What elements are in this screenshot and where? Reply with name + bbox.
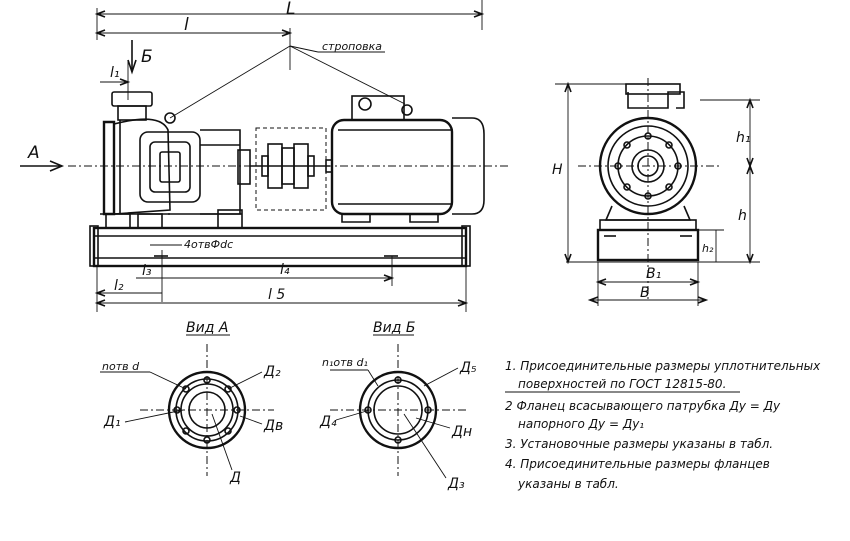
base-frame <box>89 225 471 268</box>
note-3: 3. Установочные размеры указаны в табл. <box>505 437 773 451</box>
pump-casing <box>100 91 201 229</box>
note-2a: 2 Фланец всасывающего патрубка Ду = Ду <box>505 399 781 413</box>
view-a: Вид А nотв d Д₂ Д₁ Дв Д <box>100 320 283 486</box>
front-view: H h₁ h h₂ B₁ B <box>552 78 760 306</box>
view-b-d5-label: Д₅ <box>459 360 477 376</box>
dimension-l1: l₁ <box>100 60 131 100</box>
view-b-arrow-label: Б <box>141 47 153 67</box>
bearing-frame <box>168 129 251 229</box>
coupling-guard <box>255 127 327 211</box>
note-4a: 4. Присоединительные размеры фланцев <box>505 457 770 471</box>
dim-l2-label: l₂ <box>114 278 124 294</box>
view-b-d4-label: Д₄ <box>319 414 337 430</box>
view-a-dv-label: Дв <box>263 418 283 434</box>
view-b-dn-label: Дн <box>451 424 472 440</box>
side-view: L l l₁ Б A <box>20 0 510 312</box>
view-b-title: Вид Б <box>373 320 415 336</box>
electric-motor <box>325 95 485 223</box>
view-a-holes-label: nотв d <box>102 360 140 373</box>
dimension-l: l <box>94 15 293 70</box>
note-2b: напорного Ду = Ду₁ <box>518 417 644 431</box>
view-a-d-label: Д <box>229 470 241 486</box>
dim-h2-label: h₂ <box>702 242 714 255</box>
note-1b: поверхностей по ГОСТ 12815-80. <box>518 377 726 391</box>
dim-h1-label: h₁ <box>736 130 751 146</box>
dim-l3-label: l₃ <box>142 263 152 279</box>
dimension-l5: l 5 <box>94 266 469 312</box>
dim-H-label: H <box>552 162 563 178</box>
view-b-holes-label: n₁отв d₁ <box>322 356 368 369</box>
view-b-arrow: Б <box>127 40 153 75</box>
view-a-title: Вид А <box>186 320 228 336</box>
dim-l-label: l <box>184 15 189 35</box>
view-b-d3-label: Д₃ <box>447 476 465 492</box>
dim-l4-label: l₄ <box>280 262 290 278</box>
dim-h-label: h <box>738 208 747 224</box>
view-a-d2-label: Д₂ <box>263 364 281 380</box>
dimension-l4: l₄ <box>162 256 395 286</box>
note-4b: указаны в табл. <box>517 477 619 491</box>
view-b: Вид Б n₁отв d₁ Д₅ Д₄ Дн Д₃ <box>319 320 477 492</box>
dim-l5-label: l 5 <box>268 287 285 303</box>
view-a-d1-label: Д₁ <box>103 414 121 430</box>
notes-block: 1. Присоединительные размеры уплотнитель… <box>505 359 821 491</box>
dim-L-label: L <box>286 0 295 19</box>
dim-l1-label: l₁ <box>110 65 120 81</box>
dimension-L: L <box>94 0 485 40</box>
dim-B1-label: B₁ <box>646 266 661 282</box>
slinging-leader: строповка <box>169 40 406 119</box>
slinging-label: строповка <box>322 40 382 53</box>
dimension-l2: l₂ <box>94 278 162 297</box>
coupling <box>250 143 330 189</box>
holes-dc-label: 4отвФdс <box>184 238 233 251</box>
note-1a: 1. Присоединительные размеры уплотнитель… <box>505 359 821 373</box>
view-a-arrow: A <box>20 143 65 172</box>
view-a-arrow-label: A <box>27 143 40 163</box>
dim-B-label: B <box>640 285 650 301</box>
